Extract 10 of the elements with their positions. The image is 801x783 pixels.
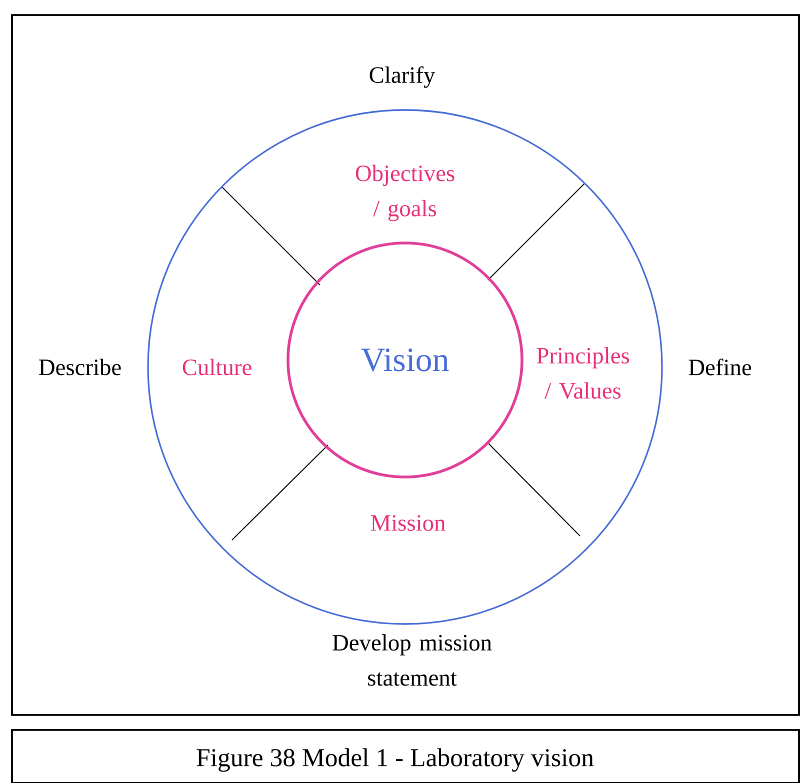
step-label: Develop mission statement <box>332 634 492 686</box>
outer-circle <box>147 109 663 625</box>
sector-label: Mission <box>370 515 446 531</box>
step-label: Clarify <box>370 66 436 88</box>
sector-label: Objectives / goals <box>356 164 454 222</box>
sector-label: Culture <box>182 358 252 376</box>
caption-box: Figure 38 Model 1 - Laboratory vision <box>11 729 800 783</box>
step-label: Define <box>688 358 752 376</box>
step-label: Describe <box>39 358 121 376</box>
sector-label: Principles / Values <box>536 347 630 399</box>
